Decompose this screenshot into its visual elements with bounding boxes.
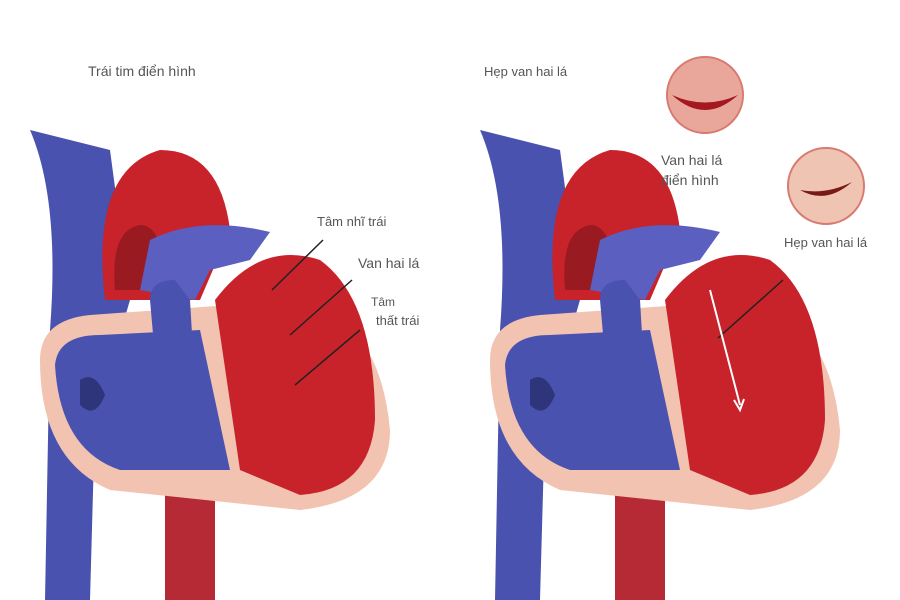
- right-panel-title: Hẹp van hai lá: [484, 64, 568, 79]
- normal-heart-illustration: [30, 130, 390, 600]
- stenotic-valve-view: [787, 147, 865, 225]
- label-left-ventricle-2: thất trái: [376, 313, 420, 328]
- leader-lines: [271, 239, 784, 386]
- label-left-ventricle-1: Tâm: [371, 295, 395, 309]
- label-normal-valve-1: Van hai lá: [661, 152, 723, 168]
- label-normal-valve-2: điển hình: [661, 172, 719, 188]
- left-panel-title: Trái tim điển hình: [88, 63, 196, 79]
- flow-arrow: [709, 289, 741, 406]
- label-stenosis: Hẹp van hai lá: [784, 235, 868, 250]
- label-mitral-valve: Van hai lá: [358, 255, 420, 271]
- label-left-atrium: Tâm nhĩ trái: [317, 214, 387, 229]
- stenosis-heart-illustration: [480, 130, 840, 600]
- normal-valve-view: [666, 56, 744, 134]
